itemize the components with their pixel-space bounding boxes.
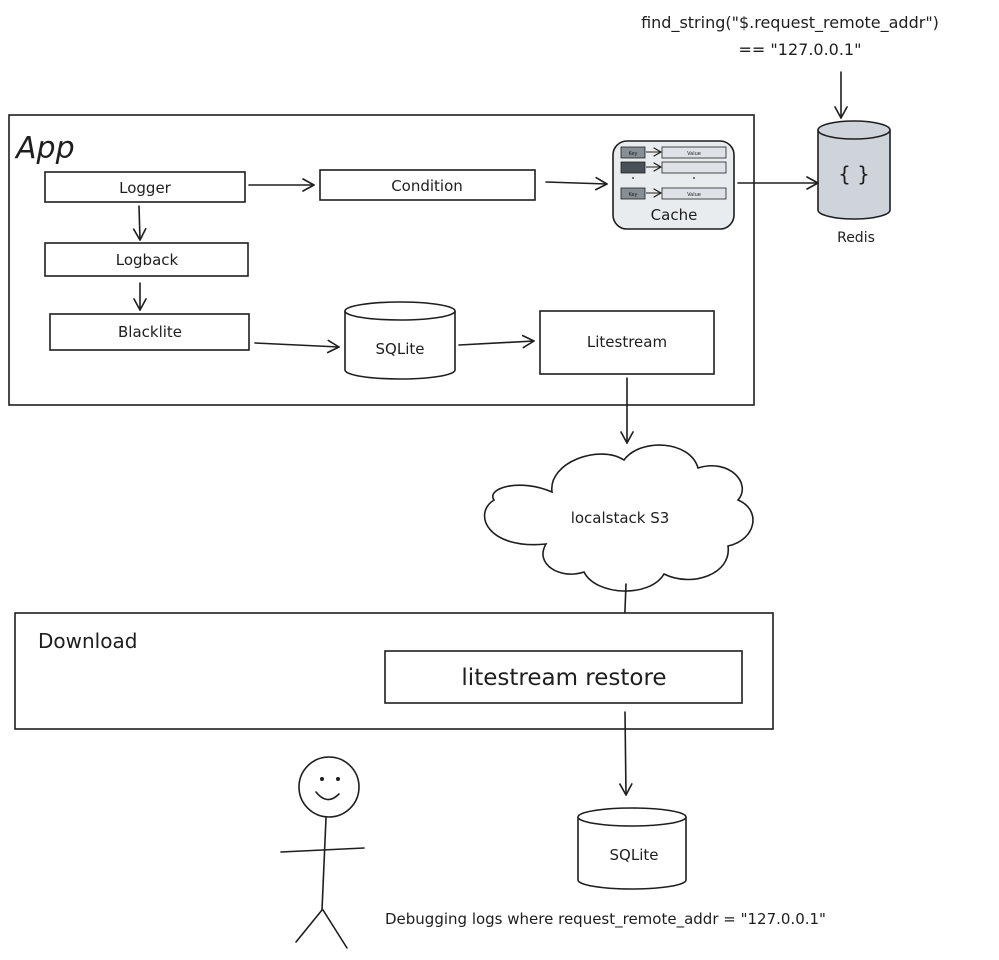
query-annotation-line2: == "127.0.0.1" xyxy=(739,40,862,59)
debug-caption: Debugging logs where request_remote_addr… xyxy=(385,910,826,929)
cache-label: Cache xyxy=(651,206,698,224)
cache-value-label: Value xyxy=(687,151,701,157)
cache-key-cell xyxy=(620,161,646,174)
download-group-title: Download xyxy=(38,629,137,653)
sqlite-local-label: SQLite xyxy=(610,846,659,864)
redis-label: Redis xyxy=(837,230,875,246)
cache-value-cell xyxy=(661,146,727,159)
edge-sqlite-to-litestream xyxy=(458,334,535,349)
litestream-label: Litestream xyxy=(587,333,667,351)
stick-figure-left-leg xyxy=(295,909,323,943)
cache-node: Key Value Key Value Cache xyxy=(612,140,735,230)
edge-blacklite-to-sqlite xyxy=(254,339,340,354)
litestream-restore-node: litestream restore xyxy=(384,650,743,704)
edge-logger-to-logback xyxy=(132,205,147,241)
cache-value-cell xyxy=(661,161,727,174)
condition-label: Condition xyxy=(391,177,463,195)
sqlite-app-node: SQLite xyxy=(344,301,456,380)
localstack-s3-label: localstack S3 xyxy=(571,509,670,527)
litestream-restore-label: litestream restore xyxy=(461,665,666,691)
cache-ellipsis-dot xyxy=(632,177,634,179)
edge-condition-to-cache xyxy=(545,176,608,191)
blacklite-node: Blacklite xyxy=(49,313,250,351)
cache-value-label: Value xyxy=(687,192,701,198)
blacklite-label: Blacklite xyxy=(118,323,182,341)
query-annotation-line1: find_string("$.request_remote_addr") xyxy=(641,13,939,33)
stick-figure-eye xyxy=(335,776,340,781)
stick-figure-arms xyxy=(280,847,365,853)
stick-figure-head xyxy=(298,756,360,818)
logback-label: Logback xyxy=(116,251,179,269)
condition-node: Condition xyxy=(319,169,536,201)
logger-label: Logger xyxy=(119,179,172,197)
cache-key-cell xyxy=(620,187,646,200)
litestream-node: Litestream xyxy=(539,310,715,375)
stick-figure-eye xyxy=(319,776,324,781)
sqlite-local-node: SQLite xyxy=(577,807,687,890)
cache-key-label: Key xyxy=(628,151,637,157)
stick-figure-smile xyxy=(315,791,340,801)
edge-restore-to-sqlite xyxy=(619,711,633,796)
localstack-s3-node: localstack S3 xyxy=(483,444,754,592)
redis-symbol: { } xyxy=(838,162,870,186)
redis-node: { } Redis xyxy=(817,120,891,246)
cache-ellipsis-dot xyxy=(693,177,695,179)
cache-key-cell xyxy=(620,146,646,159)
app-group-title: App xyxy=(14,131,75,166)
cache-key-label: Key xyxy=(628,192,637,198)
sqlite-app-label: SQLite xyxy=(376,340,425,358)
stick-figure-body xyxy=(321,817,327,911)
user-stick-figure xyxy=(280,756,365,949)
stick-figure-right-leg xyxy=(322,909,348,949)
logback-node: Logback xyxy=(44,242,249,277)
cache-value-cell xyxy=(661,187,727,200)
logger-node: Logger xyxy=(44,171,246,203)
